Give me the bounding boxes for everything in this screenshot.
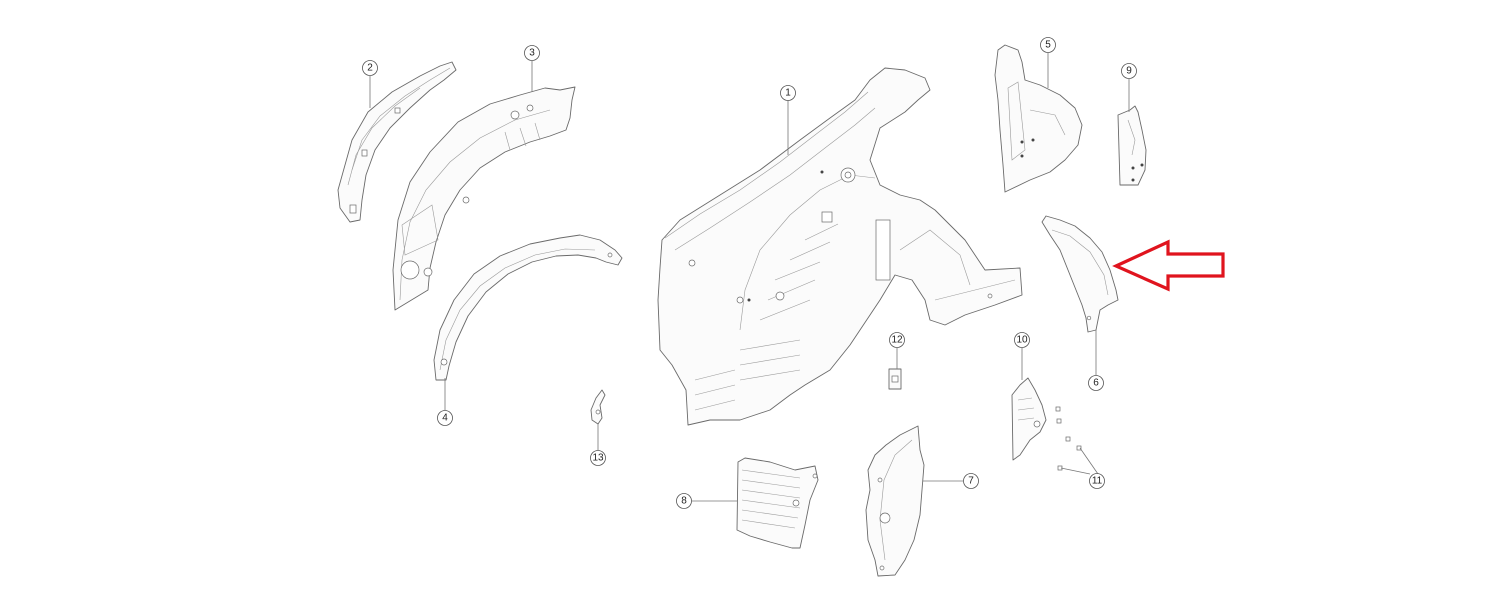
svg-text:9: 9: [1126, 66, 1132, 77]
part-5: [994, 44, 1083, 193]
callout-5: 5: [1040, 37, 1056, 53]
svg-text:4: 4: [442, 413, 448, 424]
part-10: [1011, 377, 1047, 461]
part-11-fasteners: [1055, 406, 1082, 471]
callout-11: 11: [1089, 473, 1105, 489]
svg-text:10: 10: [1016, 335, 1028, 346]
part-1: [657, 67, 1023, 426]
svg-text:12: 12: [891, 335, 903, 346]
svg-text:1: 1: [785, 88, 791, 99]
callout-3: 3: [524, 45, 540, 61]
svg-text:5: 5: [1045, 40, 1051, 51]
callout-7: 7: [963, 473, 979, 489]
svg-text:2: 2: [367, 63, 373, 74]
svg-text:7: 7: [968, 476, 974, 487]
part-9: [1117, 105, 1147, 186]
callout-13: 13: [590, 450, 606, 466]
part-3: [392, 86, 576, 311]
svg-text:13: 13: [592, 453, 604, 464]
svg-text:3: 3: [529, 48, 535, 59]
callout-12: 12: [889, 332, 905, 348]
part-7: [865, 425, 925, 577]
leader-lines: [369, 53, 1130, 502]
part-8: [736, 457, 819, 549]
svg-text:11: 11: [1092, 476, 1103, 487]
callout-8: 8: [676, 493, 692, 509]
svg-text:8: 8: [681, 496, 687, 507]
callout-1: 1: [780, 85, 796, 101]
svg-text:6: 6: [1093, 378, 1099, 389]
part-12: [888, 368, 902, 390]
part-13: [590, 389, 606, 425]
arrow-left-icon: [1112, 239, 1225, 292]
callout-2: 2: [362, 60, 378, 76]
part-6: [1041, 215, 1119, 333]
callout-4: 4: [437, 410, 453, 426]
part-2: [337, 61, 457, 223]
callout-6: 6: [1088, 375, 1104, 391]
callout-10: 10: [1014, 332, 1030, 348]
callout-9: 9: [1121, 63, 1137, 79]
part-4: [433, 234, 623, 381]
